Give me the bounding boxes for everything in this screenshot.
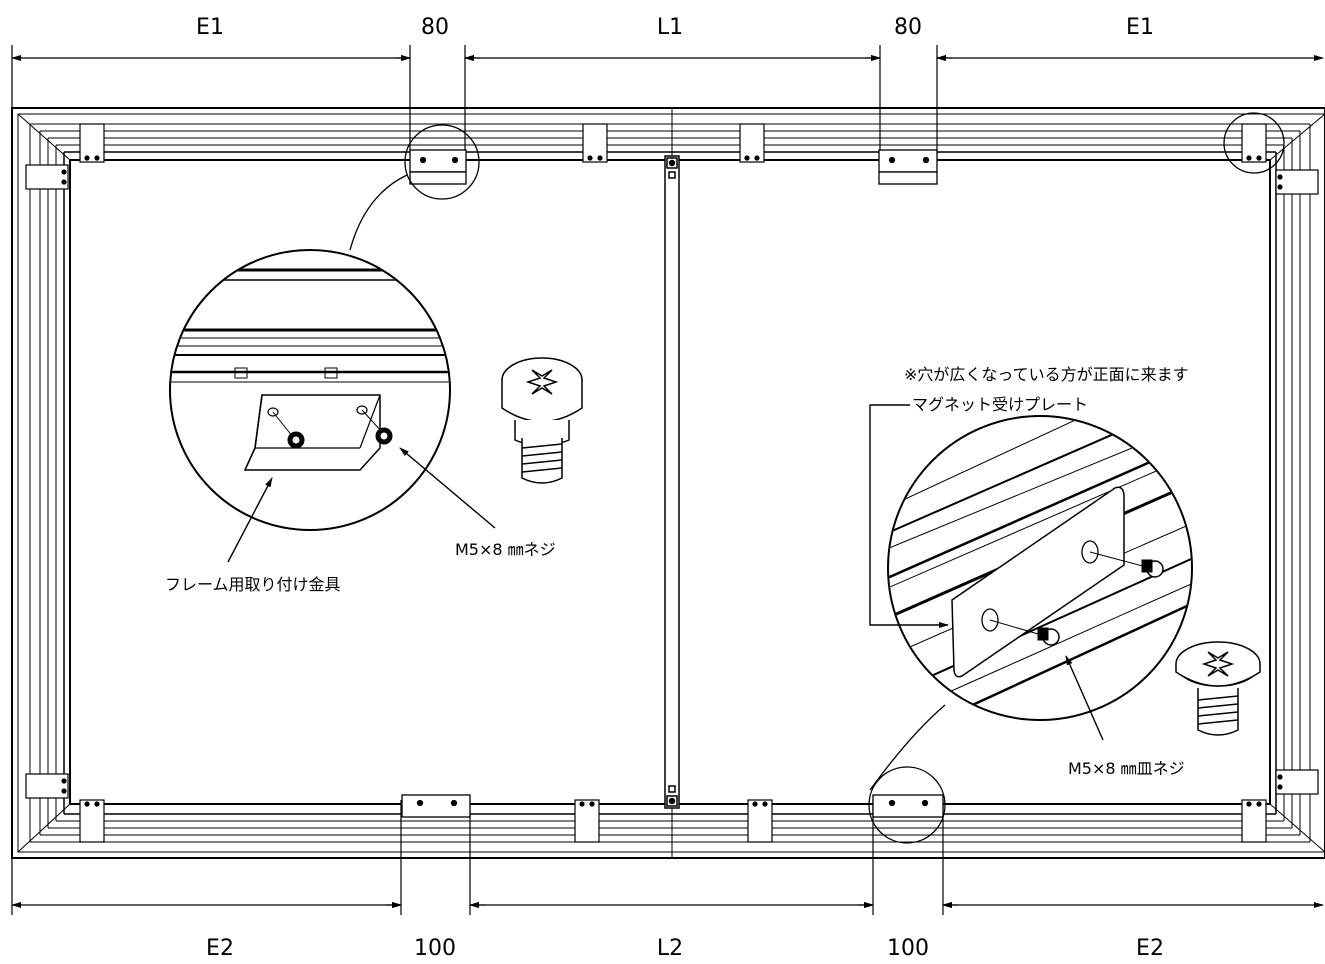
bottom-dim-100-left: 100 [414, 936, 456, 961]
outer-frame [11, 107, 1325, 859]
top-dimension-lines [11, 45, 1324, 155]
callout-arrows [227, 404, 1104, 741]
magnet-plate-detail [887, 415, 1193, 721]
pan-head-screw-illustration [501, 357, 583, 484]
bottom-clips [79, 799, 1267, 843]
bracket-detail [169, 249, 451, 531]
bottom-dim-e2-left: E2 [206, 936, 234, 961]
flat-head-screw-illustration [1175, 641, 1261, 736]
detail-leaders [349, 174, 946, 791]
label-flat-screw: M5×8 ㎜皿ネジ [1068, 759, 1185, 778]
bottom-magnet-plates [401, 794, 944, 818]
highlight-circles [404, 112, 1285, 844]
center-support-bar [664, 155, 680, 809]
bottom-dim-100-right: 100 [887, 936, 929, 961]
label-pan-screw: M5×8 ㎜ネジ [455, 540, 556, 559]
top-magnet-plates [409, 149, 938, 185]
bottom-dim-e2-right: E2 [1136, 936, 1164, 961]
side-clips [25, 164, 1319, 799]
label-frame-bracket: フレーム用取り付け金具 [165, 575, 341, 594]
top-clips [79, 123, 1267, 163]
top-dim-80-left: 80 [421, 15, 449, 40]
label-magnet-plate: マグネット受けプレート [912, 395, 1088, 414]
label-note: ※穴が広くなっている方が正面に来ます [904, 365, 1189, 384]
top-dim-l1: L1 [657, 15, 683, 40]
top-dim-80-right: 80 [894, 15, 922, 40]
top-dim-e1-right: E1 [1126, 15, 1154, 40]
top-dim-e1-left: E1 [196, 15, 224, 40]
bottom-dim-l2: L2 [657, 936, 683, 961]
